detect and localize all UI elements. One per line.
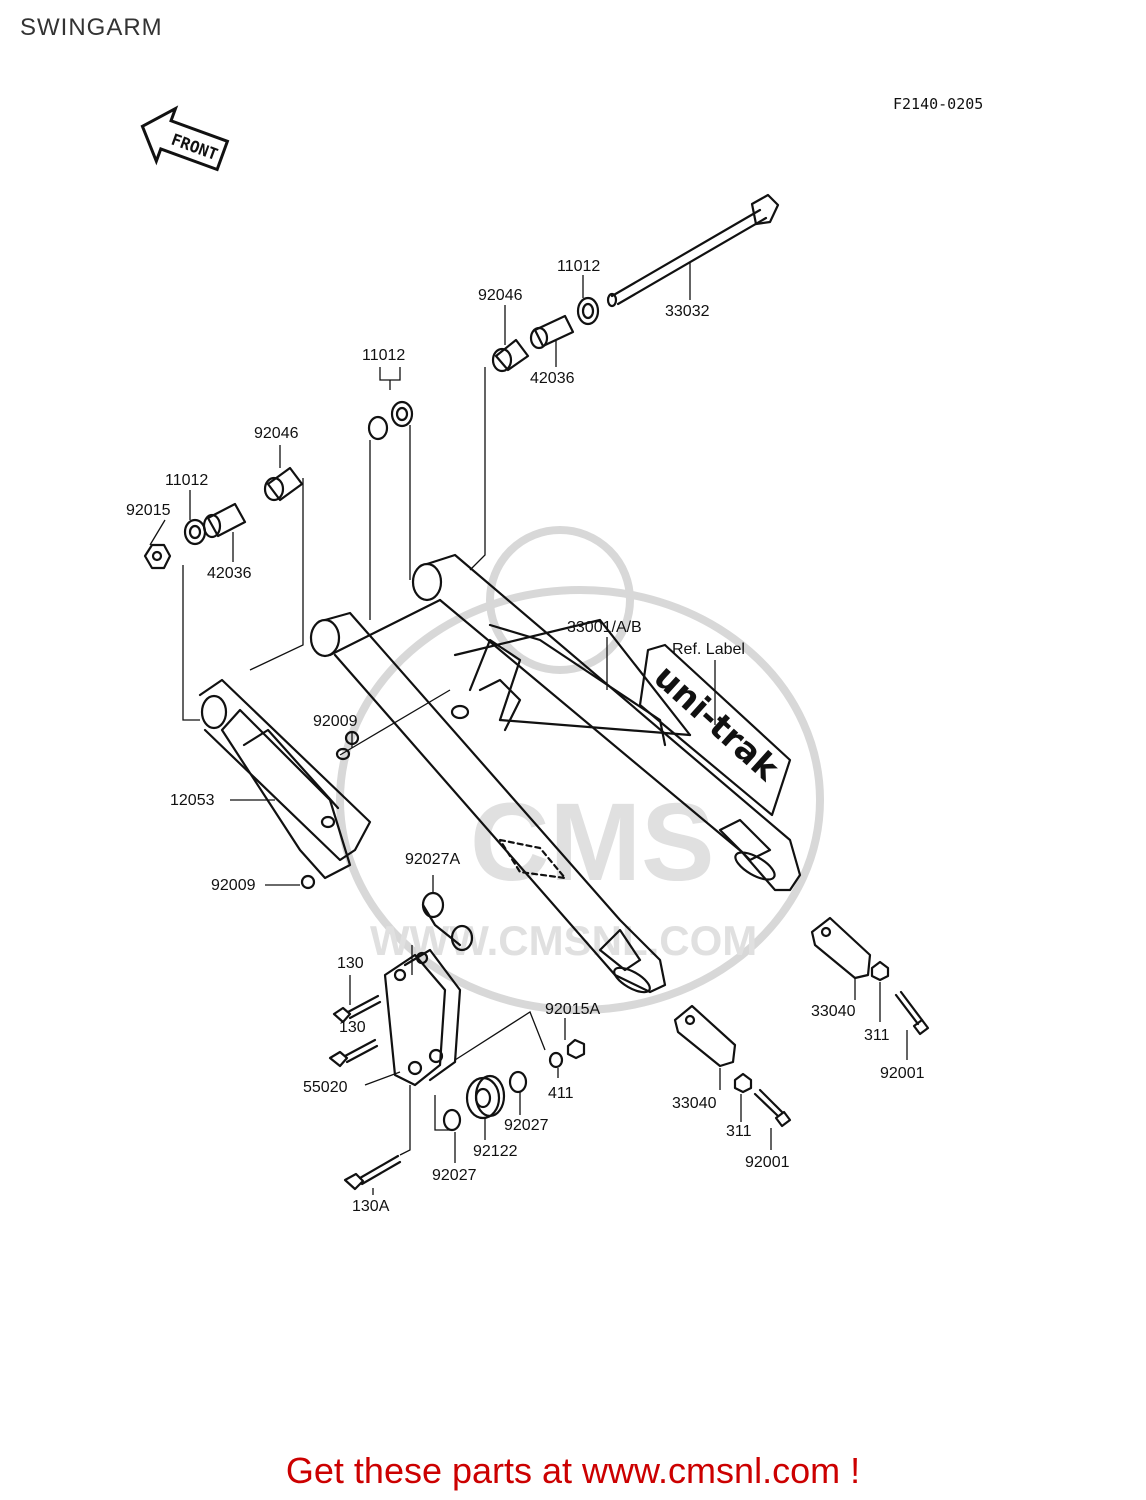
collar-92027-right bbox=[508, 1070, 528, 1094]
part-label-92001[interactable]: 92001 bbox=[745, 1154, 790, 1171]
nut-left bbox=[143, 543, 172, 570]
part-label-92046[interactable]: 92046 bbox=[478, 287, 523, 304]
swingarm-exploded-diagram: CMS WWW.CMSNL.COM FRONT bbox=[140, 105, 930, 1195]
part-label-92015[interactable]: 92015 bbox=[126, 502, 171, 519]
part-label-311[interactable]: 311 bbox=[864, 1027, 890, 1044]
nut-92015a bbox=[566, 1038, 586, 1060]
part-label-33032[interactable]: 33032 bbox=[665, 303, 710, 320]
part-label-42036[interactable]: 42036 bbox=[207, 565, 252, 582]
part-label-33040[interactable]: 33040 bbox=[672, 1095, 717, 1112]
part-label-55020[interactable]: 55020 bbox=[303, 1079, 348, 1096]
sleeve-left bbox=[202, 502, 247, 539]
part-label-11012[interactable]: 11012 bbox=[557, 258, 601, 275]
collar-92027-left bbox=[442, 1108, 462, 1132]
bolt-130-upper bbox=[332, 994, 382, 1024]
part-label-92009[interactable]: 92009 bbox=[313, 713, 358, 730]
collar-right-upper bbox=[576, 296, 600, 326]
part-label-92027a[interactable]: 92027A bbox=[405, 851, 461, 868]
pivot-shaft bbox=[606, 193, 780, 308]
swingarm-body bbox=[309, 553, 802, 994]
chain-adjuster-left bbox=[673, 1004, 737, 1068]
bolt-92001-right bbox=[894, 990, 930, 1036]
part-label-92122[interactable]: 92122 bbox=[473, 1143, 518, 1160]
chain-guard bbox=[198, 678, 372, 880]
front-direction-arrow: FRONT bbox=[140, 105, 230, 172]
part-label-11012[interactable]: 11012 bbox=[165, 472, 209, 489]
bushing-left bbox=[263, 466, 304, 502]
diagram-code: F2140-0205 bbox=[893, 95, 984, 113]
part-label-411[interactable]: 411 bbox=[548, 1085, 574, 1102]
sleeve-right bbox=[529, 314, 575, 350]
part-label-92027[interactable]: 92027 bbox=[432, 1167, 477, 1184]
bushing-right bbox=[491, 338, 530, 373]
chain-adjuster-right bbox=[810, 916, 872, 980]
part-label-11012[interactable]: 11012 bbox=[362, 347, 406, 364]
collar-left bbox=[183, 518, 207, 546]
part-label-130[interactable]: 130 bbox=[337, 955, 364, 972]
bolt-130a bbox=[343, 1154, 402, 1191]
bolt-92001-left bbox=[753, 1088, 792, 1128]
bolt-130-lower bbox=[328, 1038, 379, 1068]
screw-92009-lower bbox=[300, 874, 316, 890]
part-label-311[interactable]: 311 bbox=[726, 1123, 752, 1140]
leader-lines bbox=[149, 262, 908, 1195]
tie-rod-55020 bbox=[383, 948, 462, 1087]
collars-pivot-left bbox=[367, 400, 414, 441]
page-title: SWINGARM bbox=[20, 14, 163, 41]
part-label-42036[interactable]: 42036 bbox=[530, 370, 575, 387]
watermark-url: WWW.CMSNL.COM bbox=[370, 917, 757, 964]
nut-311-right bbox=[870, 960, 890, 982]
part-label-ref-label[interactable]: Ref. Label bbox=[672, 641, 745, 658]
washer-411 bbox=[548, 1051, 564, 1069]
nut-311-left bbox=[733, 1072, 753, 1094]
part-label-92015a[interactable]: 92015A bbox=[545, 1001, 601, 1018]
part-label-33001[interactable]: 33001/A/B bbox=[567, 619, 642, 636]
part-label-33040[interactable]: 33040 bbox=[811, 1003, 856, 1020]
part-label-92027[interactable]: 92027 bbox=[504, 1117, 549, 1134]
part-label-130[interactable]: 130 bbox=[339, 1019, 366, 1036]
bearing-92122 bbox=[465, 1074, 506, 1120]
part-label-92009[interactable]: 92009 bbox=[211, 877, 256, 894]
part-label-12053[interactable]: 12053 bbox=[170, 792, 215, 809]
part-label-92001[interactable]: 92001 bbox=[880, 1065, 925, 1082]
footer-cmsnl-link[interactable]: Get these parts at www.cmsnl.com ! bbox=[285, 1450, 861, 1491]
part-label-92046[interactable]: 92046 bbox=[254, 425, 299, 442]
part-label-130a[interactable]: 130A bbox=[352, 1198, 390, 1215]
